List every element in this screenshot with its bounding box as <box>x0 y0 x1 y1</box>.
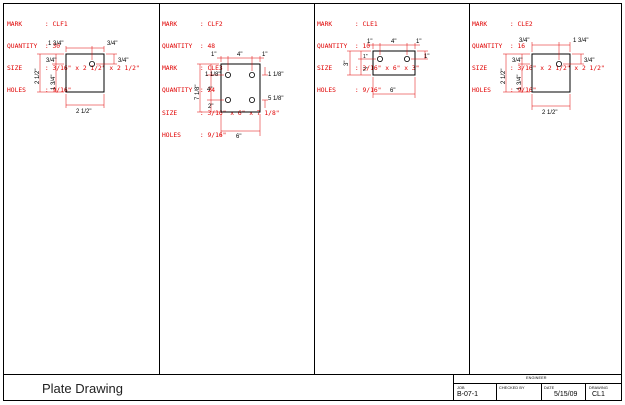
spec-line: HOLES : 9/16" <box>7 87 72 95</box>
panel-2-spec: MARK : CLF2 QUANTITY : 48 MARK : CLE3 QU… <box>162 6 280 154</box>
plate-cle1: 1" 4" 1" 3" 1" 2" 1" 6" <box>344 39 429 98</box>
column-divider <box>469 4 470 374</box>
dim-label: 7 1/8" <box>195 85 201 100</box>
dim-label: 3/4" <box>118 58 128 64</box>
spec-line: SIZE : 3/16" x 2 1/2" x 2 1/2" <box>472 65 605 73</box>
drawing-label: DRAWING <box>589 386 608 390</box>
job-value: B-07-1 <box>457 391 479 398</box>
dim-label: 3/4" <box>519 38 529 44</box>
spec-line: HOLES : 9/16" <box>317 87 382 95</box>
panel-1-spec: MARK : CLF1 QUANTITY : 30 SIZE : 3/16" x… <box>7 6 140 110</box>
spec-line: SIZE : 3/16" x 2 1/2" x 2 1/2" <box>7 65 140 73</box>
dim-label: 3/4" <box>46 58 56 64</box>
dim-label: 1 3/4" <box>51 75 57 90</box>
title-block: ENGINEER JOB B-07-1 CHECKED BY DATE 5/15… <box>453 374 621 401</box>
dim-label: 1 1/8" <box>205 72 220 78</box>
plate-clf2: 1" 4" 1" 1 1/8" 4" 2" 7 1/8" 1 1/8" 5 1/… <box>195 52 283 140</box>
column-divider <box>159 4 160 374</box>
dim-label: 3" <box>344 61 350 66</box>
title-block-rule <box>496 383 497 401</box>
spec-line: QUANTITY : 30 <box>7 43 61 51</box>
title-block-rule <box>454 383 621 384</box>
dim-label: 3/4" <box>512 58 522 64</box>
spec-line: QUANTITY : 48 <box>162 43 216 51</box>
spec-line: MARK : CLE3 <box>162 65 223 73</box>
bolt-hole <box>224 97 231 104</box>
dim-label: 1" <box>416 39 421 45</box>
dim-label: 1" <box>424 54 429 60</box>
date-label: DATE <box>544 386 555 390</box>
bolt-hole <box>89 61 96 68</box>
column-divider <box>314 4 315 374</box>
bolt-hole <box>248 97 255 104</box>
drawing-value: CL1 <box>592 391 605 398</box>
spec-line: MARK : CLE2 <box>472 20 533 28</box>
bolt-hole <box>556 61 563 68</box>
dim-label: 4" <box>207 87 212 93</box>
plate-outline <box>65 53 105 93</box>
dim-label: 4" <box>391 39 396 45</box>
date-value: 5/15/09 <box>554 391 578 398</box>
plate-clf1: 1 3/4" 3/4" 3/4" 3/4" 1 3/4" 2 1/2" 2 1/… <box>35 41 128 115</box>
bolt-hole <box>403 56 410 63</box>
bolt-hole <box>248 72 255 79</box>
panel-4-spec: MARK : CLE2 QUANTITY : 16 SIZE : 3/16" x… <box>472 6 605 110</box>
dim-label: 2" <box>363 67 368 73</box>
drawing-sheet: MARK : CLF1 QUANTITY : 30 SIZE : 3/16" x… <box>3 3 622 401</box>
dim-label: 3/4" <box>107 41 117 47</box>
dim-label: 3/4" <box>584 58 594 64</box>
plate-cle2: 3/4" 1 3/4" 3/4" 3/4" 1 3/4" 2 1/2" 2 1/… <box>501 38 594 116</box>
spec-line: MARK : CLF2 <box>162 20 223 28</box>
panel-3-spec: MARK : CLE1 QUANTITY : 10 SIZE : 3/16" x… <box>317 6 419 110</box>
title-block-rule <box>541 383 542 401</box>
engineer-label: ENGINEER <box>526 376 547 380</box>
dim-label: 1" <box>363 54 368 60</box>
bolt-hole <box>376 56 383 63</box>
dim-label: 1 3/4" <box>48 41 63 47</box>
checked-by-label: CHECKED BY <box>499 386 525 390</box>
dim-label: 1 1/8" <box>268 72 283 78</box>
job-label: JOB <box>457 386 465 390</box>
plate-outline <box>372 50 416 76</box>
dim-label: 1 3/4" <box>517 75 523 90</box>
plate-outline <box>531 53 571 93</box>
dim-label: 1 3/4" <box>573 38 588 44</box>
spec-line: QUANTITY : 16 <box>472 43 526 51</box>
dim-label: 6" <box>390 88 395 94</box>
spec-line: MARK : CLF1 <box>7 20 68 28</box>
plate-outline <box>220 63 261 113</box>
spec-line: QUANTITY : 10 <box>317 43 371 51</box>
drawing-title: Plate Drawing <box>42 381 123 396</box>
spec-line: QUANTITY : 24 <box>162 87 216 95</box>
dim-label: 2 1/2" <box>542 110 557 116</box>
dim-label: 2 1/2" <box>76 109 91 115</box>
title-block-rule <box>585 383 586 401</box>
dim-label: 5 1/8" <box>268 96 283 102</box>
dim-label: 2 1/2" <box>501 69 507 84</box>
dim-label: 4" <box>237 52 242 58</box>
dim-label: 2" <box>208 104 213 110</box>
spec-line: HOLES : 9/16" <box>472 87 537 95</box>
dim-label: 1" <box>262 52 267 58</box>
title-block-divider <box>4 374 621 375</box>
spec-line: MARK : CLE1 <box>317 20 378 28</box>
spec-line: SIZE : 3/16" x 6" x 7 1/8" <box>162 109 280 117</box>
dim-label: 2 1/2" <box>35 69 41 84</box>
dim-label: 6" <box>236 134 241 140</box>
spec-line: HOLES : 9/16" <box>162 131 227 139</box>
bolt-hole <box>224 72 231 79</box>
spec-line: SIZE : 3/16" x 6" x 3" <box>317 65 420 73</box>
dim-label: 1" <box>367 39 372 45</box>
plate-drawings: 1 3/4" 3/4" 3/4" 3/4" 1 3/4" 2 1/2" 2 1/… <box>35 38 594 140</box>
dim-label: 1" <box>211 52 216 58</box>
